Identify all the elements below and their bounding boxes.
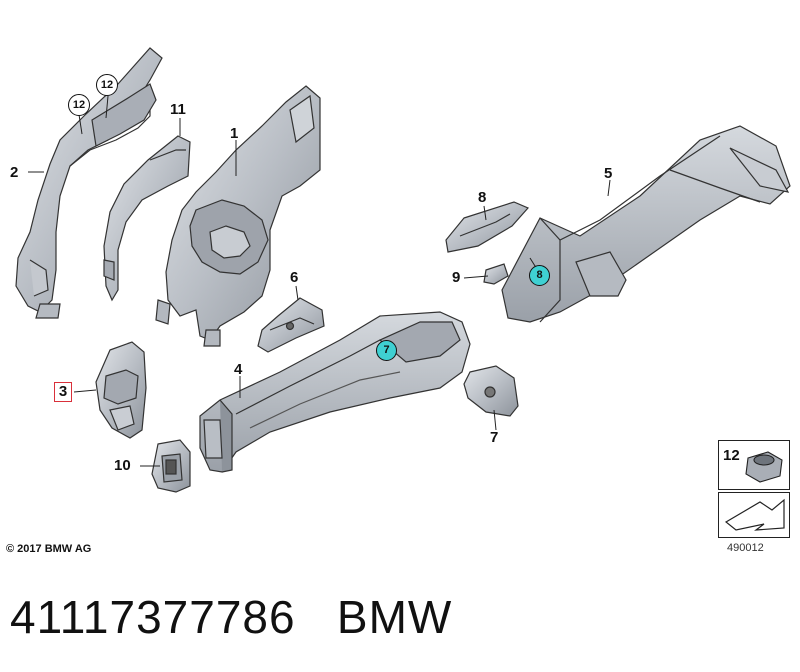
part-7-bracket: [463, 365, 519, 417]
legend-arrow-icon: [724, 498, 785, 531]
part-5-longitudinal-member: [501, 125, 791, 323]
callout-12-circle: 12: [68, 94, 90, 116]
part-2-wheelhouse-outer: [15, 47, 163, 319]
part-number-caption: 41117377786 BMW: [10, 591, 453, 643]
legend-clip-nut-icon: [745, 451, 783, 483]
callout-12-circle-upper: 12: [96, 74, 118, 96]
legend-direction-box: [718, 492, 790, 538]
callout-7-teal: 7: [376, 340, 397, 361]
callout-6: 6: [290, 269, 299, 286]
callout-2: 2: [10, 164, 19, 181]
legend-clip-nut-box: 12: [718, 440, 790, 490]
callout-9: 9: [452, 269, 461, 286]
part-9-clip: [483, 263, 509, 285]
part-8-plate: [445, 201, 530, 253]
part-11-wheel-arch-inner: [103, 135, 191, 302]
part-4-engine-carrier: [199, 311, 471, 473]
callout-4: 4: [234, 361, 243, 378]
callout-5: 5: [604, 165, 613, 182]
part-6-bracket: [257, 297, 325, 353]
callout-7: 7: [490, 429, 499, 446]
part-1-strut-tower: [155, 85, 321, 347]
part-10-mount: [151, 439, 191, 493]
diagram-reference-number: 490012: [727, 542, 764, 554]
callout-8: 8: [478, 189, 487, 206]
callout-1: 1: [230, 125, 239, 142]
callout-11: 11: [170, 101, 186, 118]
callout-10: 10: [114, 457, 131, 474]
legend-number: 12: [723, 447, 740, 464]
copyright-text: © 2017 BMW AG: [6, 543, 92, 555]
callout-8-teal: 8: [529, 265, 550, 286]
part-3-reinforcement: [95, 341, 147, 439]
callout-3-highlighted: 3: [54, 382, 72, 402]
